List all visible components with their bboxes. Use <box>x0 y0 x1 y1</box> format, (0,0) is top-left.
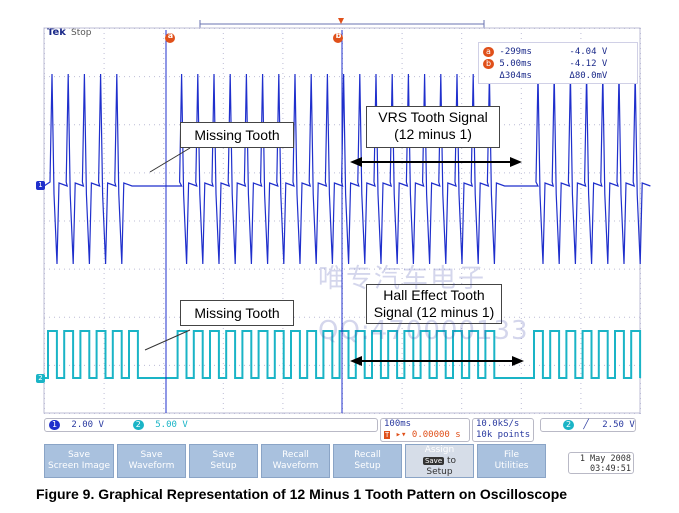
cursor-row-a: a -299ms -4.04 V <box>483 46 607 58</box>
ch1-ground-marker-icon[interactable] <box>36 181 45 190</box>
cursor-readout: a -299ms -4.04 V b 5.00ms -4.12 V Δ304ms Δ8… <box>478 42 638 84</box>
btn-label-1: Save <box>212 450 235 460</box>
ch2-ground-label: 2 <box>38 374 43 382</box>
btn-label-2: Save to <box>422 455 457 467</box>
ch2-scale[interactable]: 5.00 V <box>155 420 188 430</box>
trigger-position-value: 0.00000 s <box>411 430 461 440</box>
btn-label-2: Utilities <box>494 461 529 471</box>
btn-label-1: File <box>503 450 520 460</box>
ch1-ground-label: 1 <box>38 181 43 189</box>
btn-label-1: Recall <box>354 450 381 460</box>
cursor-b-label: b <box>335 31 342 40</box>
ch2-hall-waveform <box>44 330 642 379</box>
assign-save-button[interactable]: Assign Save to Setup <box>405 444 474 478</box>
hall-arrow-right-icon <box>512 356 524 366</box>
btn-label-2: Setup <box>354 461 381 471</box>
watermark-line1: 唯专汽车电子 <box>318 264 487 294</box>
vrs-callout-line2: (12 minus 1) <box>394 126 472 142</box>
cursor-a-label: a <box>167 31 174 40</box>
trigger-box[interactable]: 2 ╱ 2.50 V <box>540 418 636 432</box>
btn-label-2: Waveform <box>272 461 319 471</box>
btn-label-2: Screen Image <box>48 461 110 471</box>
ch2-ground-marker-icon[interactable] <box>36 374 45 383</box>
missing-tooth-top-callout: Missing Tooth <box>180 122 294 148</box>
cursor-delta-time: Δ304ms <box>499 71 532 81</box>
assign-to-label: to <box>447 455 457 466</box>
cursor-row-a-icon: a <box>483 47 494 57</box>
hall-callout-line2: Signal (12 minus 1) <box>373 304 495 320</box>
cursor-a-marker-icon[interactable] <box>165 33 175 43</box>
cursor-row-b: b 5.00ms -4.12 V <box>483 58 607 70</box>
brand: Tek Stop <box>47 20 92 39</box>
date-time-box: 1 May 2008 03:49:51 <box>568 452 634 474</box>
brand-name: Tek <box>47 27 66 38</box>
ch2-chip-icon: 2 <box>132 420 144 430</box>
trigger-position-arrow-icon: ▸▾ <box>395 430 407 440</box>
cursor-b-marker-icon[interactable] <box>333 33 343 43</box>
timebase-box[interactable]: 100ms T ▸▾ 0.00000 s <box>380 418 470 442</box>
ch1-scale[interactable]: 2.00 V <box>71 420 104 430</box>
missing-tooth-bottom-pointer <box>144 329 191 351</box>
ch1-vrs-waveform <box>43 73 651 265</box>
trigger-position: T ▸▾ 0.00000 s <box>381 430 469 441</box>
trigger-level: 2.50 V <box>602 420 635 430</box>
cursor-a-time: -299ms <box>499 47 532 57</box>
channel-status-bar: 1 2.00 V 2 5.00 V <box>44 418 378 432</box>
missing-tooth-bottom-callout: Missing Tooth <box>180 300 294 326</box>
trigger-position-marker-icon: T <box>384 431 391 439</box>
trigger-slope-icon: ╱ <box>583 420 589 430</box>
vrs-arrow-left-icon <box>350 157 362 167</box>
acquisition-box[interactable]: 10.0kS/s 10k points <box>472 418 534 442</box>
waveform-traces <box>43 73 651 379</box>
sample-rate: 10.0kS/s <box>476 419 520 429</box>
save-key-icon: Save <box>422 456 445 465</box>
cursor-delta-volt: Δ80.0mV <box>569 71 608 81</box>
hall-signal-callout: Hall Effect Tooth Signal (12 minus 1) <box>366 284 502 324</box>
cursor-readout-rows: a -299ms -4.04 V b 5.00ms -4.12 V Δ304ms Δ8… <box>483 46 607 82</box>
watermark-line2: QQ:470000133 <box>318 316 529 346</box>
vrs-arrow-right-icon <box>510 157 522 167</box>
btn-label-2: Waveform <box>128 461 175 471</box>
figure-caption: Figure 9. Graphical Representation of 12… <box>36 486 568 502</box>
btn-label-2: Setup <box>210 461 237 471</box>
record-points: 10k points <box>476 430 531 440</box>
cursor-row-delta: Δ304ms Δ80.0mV <box>483 70 607 82</box>
missing-tooth-top-pointer <box>149 147 191 173</box>
btn-label-1: Recall <box>282 450 309 460</box>
hall-callout-line1: Hall Effect Tooth <box>383 287 485 303</box>
trigger-position-icon <box>338 18 344 24</box>
scope-display <box>36 18 651 414</box>
trigger-channel-icon: 2 <box>563 420 574 430</box>
ch1-chip-icon: 1 <box>49 420 60 430</box>
cursor-b-volt: -4.12 V <box>569 59 608 69</box>
cursor-row-b-icon: b <box>483 59 494 69</box>
acquisition-status: Stop <box>71 28 92 38</box>
vrs-callout-line1: VRS Tooth Signal <box>378 109 488 125</box>
cursor-b-time: 5.00ms <box>499 59 532 69</box>
btn-label-3: Setup <box>426 466 453 477</box>
timebase: 100ms <box>384 419 412 429</box>
time: 03:49:51 <box>590 464 631 474</box>
hall-arrow-left-icon <box>350 356 362 366</box>
btn-label-1: Assign <box>424 444 455 455</box>
date: 1 May 2008 <box>579 454 631 464</box>
btn-label-1: Save <box>67 450 91 460</box>
btn-label-1: Save <box>140 450 163 460</box>
cursor-a-volt: -4.04 V <box>569 47 608 57</box>
vrs-signal-callout: VRS Tooth Signal (12 minus 1) <box>366 106 500 148</box>
